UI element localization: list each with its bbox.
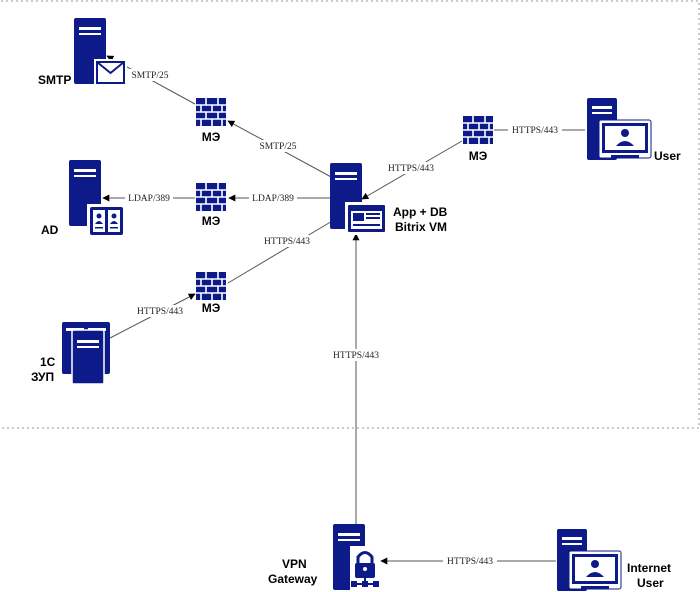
edge-label-app-to-fw-ad: LDAP/389 — [252, 194, 294, 204]
workstation-icon — [586, 97, 652, 161]
edge-label-fw-user-to-app: HTTPS/443 — [388, 164, 434, 174]
node-fw-zup[interactable]: МЭ — [195, 271, 227, 315]
node-user[interactable]: User — [586, 97, 681, 163]
edges: SMTP/25 SMTP/25 LDAP/389 LDAP/389 HTTPS/… — [102, 55, 585, 567]
node-label-zup-line1: 1С — [40, 355, 56, 369]
edge-label-internet-user-to-vpn: HTTPS/443 — [447, 557, 493, 567]
edge-label-fw-ad-to-ad: LDAP/389 — [128, 194, 170, 204]
node-label-user: User — [654, 149, 681, 163]
node-label-fw-ad: МЭ — [202, 214, 221, 228]
node-label-app-line1: App + DB — [393, 205, 448, 219]
node-smtp[interactable]: SMTP — [38, 18, 127, 87]
node-label-smtp: SMTP — [38, 73, 71, 87]
node-label-internet-user-line1: Internet — [627, 561, 671, 575]
node-ad[interactable]: AD — [41, 160, 126, 237]
node-label-vpn-line1: VPN — [282, 557, 307, 571]
server-cluster-icon — [62, 322, 110, 385]
node-vpn[interactable]: VPN Gateway — [268, 524, 380, 590]
node-app[interactable]: App + DB Bitrix VM — [330, 163, 448, 235]
edge-label-user-to-fw-user: HTTPS/443 — [512, 126, 558, 136]
node-label-vpn-line2: Gateway — [268, 572, 318, 586]
node-internet-user[interactable]: Internet User — [556, 528, 671, 592]
lock-icon — [350, 546, 380, 590]
internal-zone-border — [1, 0, 700, 429]
node-label-zup-line2: ЗУП — [31, 370, 54, 384]
browser-window-icon — [345, 202, 388, 235]
firewall-icon — [195, 271, 227, 301]
mail-icon — [94, 59, 127, 86]
node-label-fw-user: МЭ — [469, 149, 488, 163]
node-label-ad: AD — [41, 223, 59, 237]
firewall-icon — [462, 115, 494, 145]
node-label-fw-smtp: МЭ — [202, 130, 221, 144]
edge-label-vpn-to-app: HTTPS/443 — [333, 351, 379, 361]
workstation-icon — [556, 528, 622, 592]
edge-label-fw-zup-to-app: HTTPS/443 — [264, 237, 310, 247]
firewall-icon — [195, 182, 227, 212]
edge-fw-zup-to-app — [227, 213, 345, 284]
address-book-icon — [87, 204, 126, 237]
edge-label-fw-smtp-to-smtp: SMTP/25 — [132, 71, 169, 81]
node-label-fw-zup: МЭ — [202, 301, 221, 315]
node-zup[interactable]: 1С ЗУП — [31, 322, 110, 385]
edge-label-zup-to-fw-zup: HTTPS/443 — [137, 307, 183, 317]
node-fw-user[interactable]: МЭ — [462, 115, 494, 163]
node-label-internet-user-line2: User — [637, 576, 664, 590]
edge-label-app-to-fw-smtp: SMTP/25 — [260, 142, 297, 152]
node-fw-ad[interactable]: МЭ — [195, 182, 227, 228]
node-fw-smtp[interactable]: МЭ — [195, 97, 227, 144]
node-label-app-line2: Bitrix VM — [395, 220, 447, 234]
firewall-icon — [195, 97, 227, 127]
